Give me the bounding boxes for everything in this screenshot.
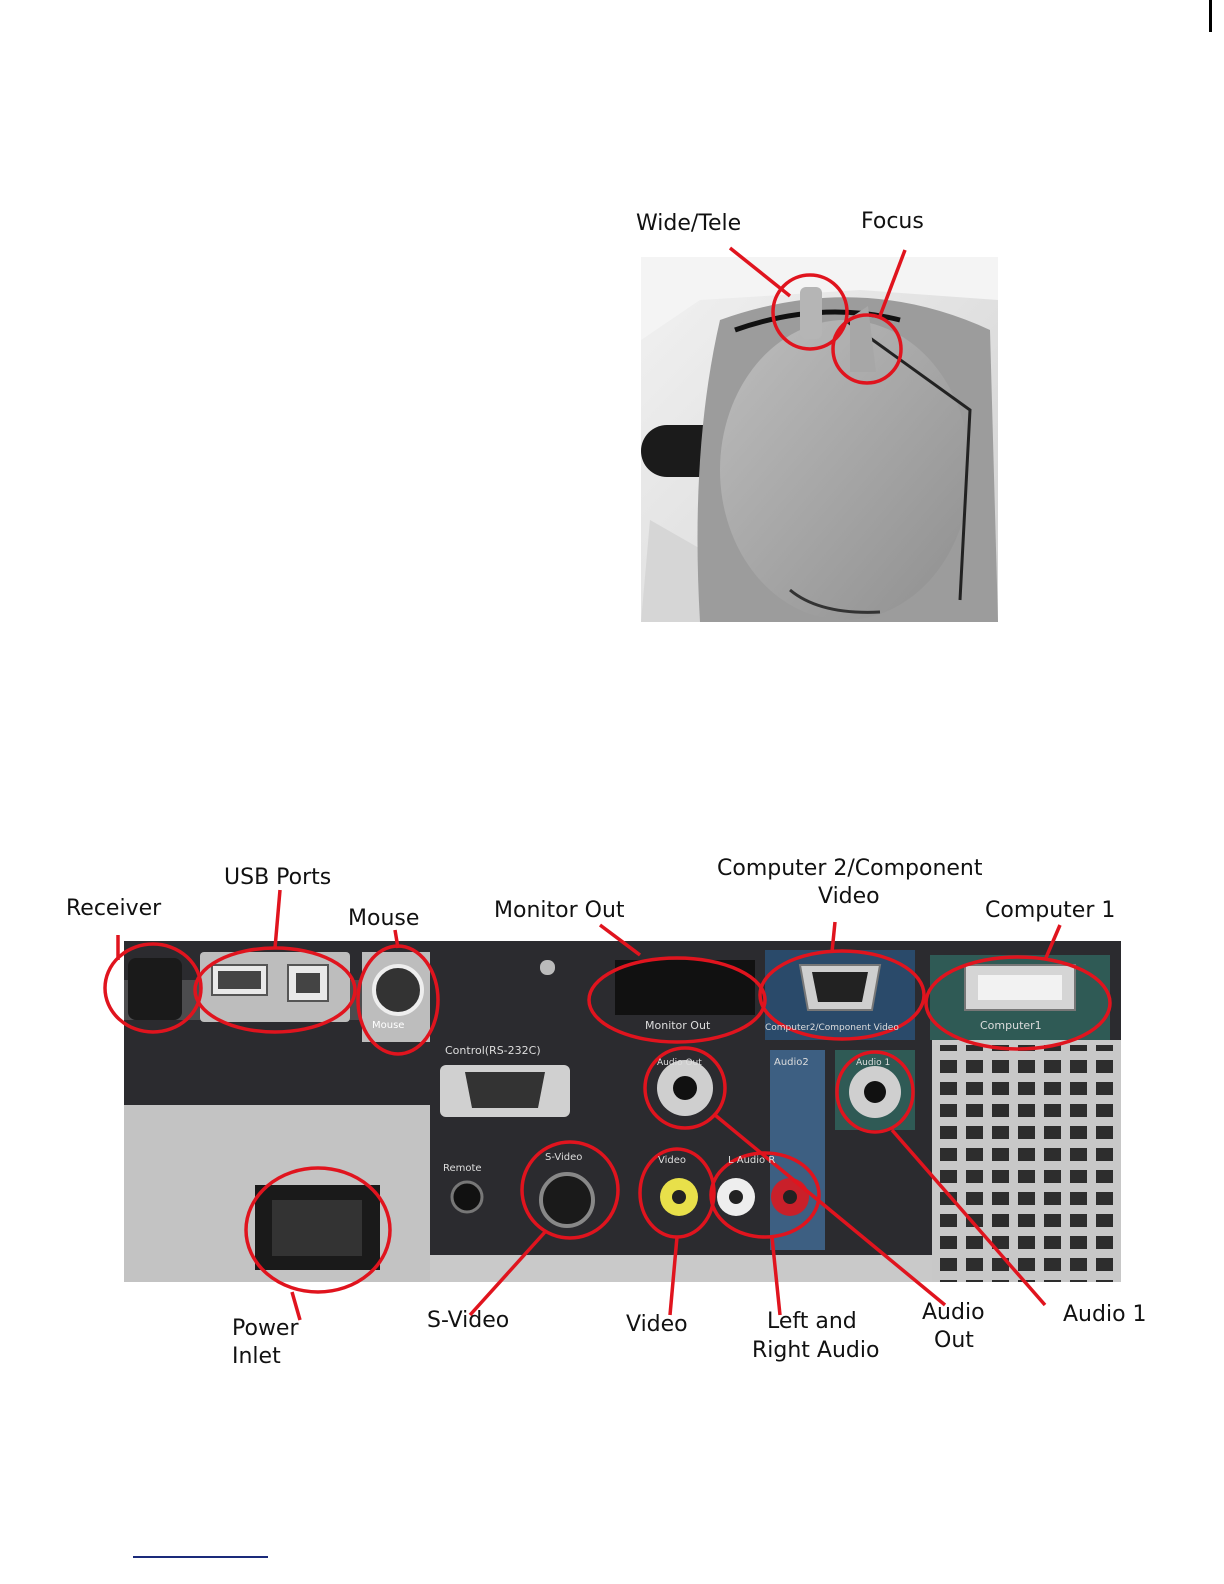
label-focus: Focus	[861, 208, 924, 236]
label-s-video: S-Video	[427, 1307, 509, 1335]
panel-text-video: Video	[658, 1155, 686, 1167]
label-mouse: Mouse	[348, 905, 419, 933]
label-audio-out-line2: Out	[934, 1327, 974, 1355]
label-computer2-line2: Video	[818, 883, 880, 911]
panel-text-mouse: Mouse	[372, 1020, 404, 1032]
panel-text-s-video: S-Video	[545, 1152, 582, 1164]
label-power-inlet-line1: Power	[232, 1315, 299, 1343]
panel-text-computer2: Computer2/Component Video	[765, 1022, 899, 1034]
panel-text-remote: Remote	[443, 1163, 482, 1175]
label-usb-ports: USB Ports	[224, 864, 331, 892]
panel-text-l-audio-r: L Audio R	[728, 1155, 775, 1167]
label-audio1: Audio 1	[1063, 1301, 1147, 1329]
panel-text-monitor-out: Monitor Out	[645, 1020, 710, 1032]
panel-text-computer1: Computer1	[980, 1020, 1042, 1032]
label-audio-out-line1: Audio	[922, 1299, 985, 1327]
label-receiver: Receiver	[66, 895, 161, 923]
panel-text-audio1: Audio 1	[856, 1057, 890, 1069]
page-edge-mark	[1209, 0, 1212, 32]
label-lr-audio-line2: Right Audio	[752, 1337, 879, 1365]
footer-rule	[133, 1556, 268, 1558]
label-lr-audio-line1: Left and	[767, 1308, 857, 1336]
label-power-inlet-line2: Inlet	[232, 1343, 281, 1371]
panel-text-audio-out: Audio Out	[657, 1057, 702, 1069]
label-computer1: Computer 1	[985, 897, 1115, 925]
label-wide-tele: Wide/Tele	[636, 210, 741, 238]
panel-text-control: Control(RS-232C)	[445, 1045, 541, 1057]
label-video: Video	[626, 1311, 688, 1339]
label-computer2-line1: Computer 2/Component	[717, 855, 983, 883]
label-monitor-out: Monitor Out	[494, 897, 625, 925]
panel-text-audio2: Audio2	[774, 1057, 809, 1069]
